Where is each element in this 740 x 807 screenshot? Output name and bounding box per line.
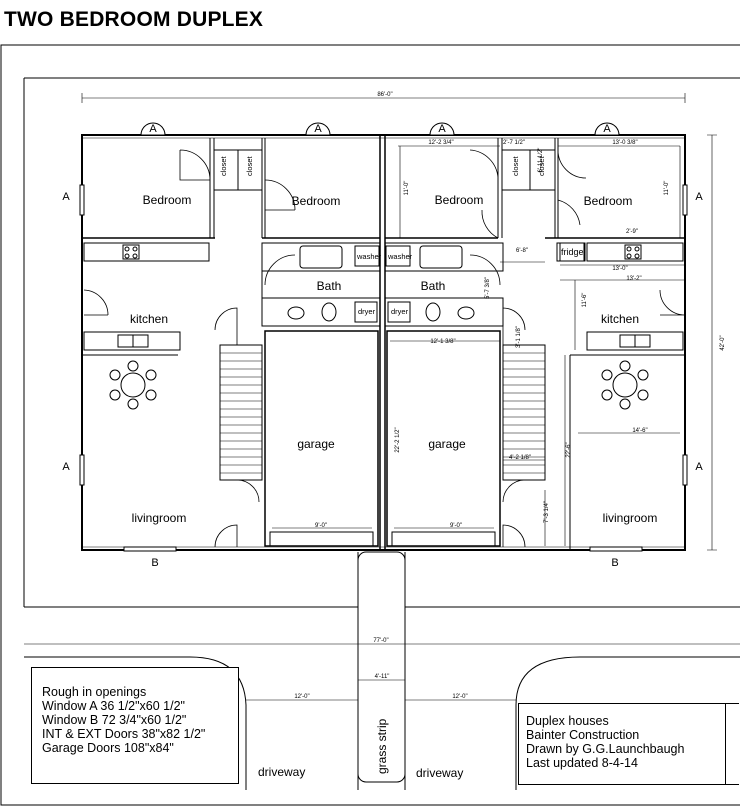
dim-garage-depth: 22'-2 1/2" (395, 427, 401, 452)
window-tag-a: A (438, 123, 446, 135)
closet-4-label: closet (537, 155, 546, 176)
washer-left-label: washer (356, 252, 382, 261)
sheet-border (0, 44, 740, 806)
bedroom-1-label: Bedroom (143, 193, 192, 207)
party-wall (379, 135, 386, 550)
dim-bedroom3-depth: 11'-0" (404, 181, 410, 196)
title-block-divider (725, 704, 726, 784)
dim-overall-depth: 42'-0" (720, 335, 726, 350)
title-block: Duplex houses Bainter Construction Drawn… (518, 703, 739, 785)
title-block-updated: Last updated 8-4-14 (526, 756, 638, 770)
dim-garage-door-right: 9'-0" (450, 523, 462, 529)
dim-hall: 6'-8" (516, 248, 528, 254)
window-tag-a: A (62, 461, 70, 473)
dim-bedroom4-width: 13'-0 3/8" (612, 140, 637, 146)
dim-kitchen-depth: 11'-6" (582, 293, 588, 308)
dim-bedroom4-depth: 11'-0" (664, 181, 670, 196)
window-tag-a: A (695, 191, 703, 203)
window-tag-a: A (62, 191, 70, 203)
bath-left-label: Bath (317, 279, 342, 293)
window-tag-b: B (611, 557, 618, 569)
closet-2-label: closet (245, 155, 254, 176)
dim-garage-door-left: 9'-0" (315, 523, 327, 529)
rough-in-window-b: Window B 72 3/4"x60 1/2" (42, 713, 187, 727)
dim-closet3-width: 2'-7 1/2" (503, 140, 525, 146)
fridge-label: fridge (561, 247, 584, 257)
closet-3-label: closet (511, 155, 520, 176)
rough-in-openings-box: Rough in openings Window A 36 1/2"x60 1/… (31, 667, 239, 784)
dim-overall-width: 86'-0" (377, 92, 392, 98)
rough-in-garage-doors: Garage Doors 108"x84" (42, 741, 174, 755)
dim-lot-width: 77'-0" (373, 638, 388, 644)
drawing-title: TWO BEDROOM DUPLEX (4, 8, 264, 31)
driveway-right-label: driveway (416, 766, 463, 780)
window-tag-a: A (314, 123, 322, 135)
bath-right-label: Bath (421, 279, 446, 293)
dim-driveway-left: 12'-0" (294, 694, 309, 700)
dim-living-width: 14'-6" (632, 428, 647, 434)
driveway-edge-right (515, 656, 740, 790)
dryer-left-label: dryer (358, 307, 376, 316)
dim-living-7-3: 7'-3 1/4" (544, 501, 550, 523)
dim-living-depth: 22'-6" (566, 442, 572, 457)
grass-strip-label: grass strip (375, 718, 389, 774)
dim-kitchen-13-2: 13'-2" (626, 276, 641, 282)
livingroom-left-label: livingroom (132, 511, 187, 525)
rough-in-doors: INT & EXT Doors 38"x82 1/2" (42, 727, 206, 741)
dim-bath-depth: 5'-7 3/8" (485, 277, 491, 299)
title-block-company: Bainter Construction (526, 728, 640, 742)
bedroom-3-label: Bedroom (435, 193, 484, 207)
washer-right-label: washer (387, 252, 413, 261)
dim-grass-width: 4'-11" (375, 674, 390, 680)
kitchen-right-label: kitchen (601, 312, 639, 326)
window-tag-b: B (151, 557, 158, 569)
dim-driveway-right: 12'-0" (452, 694, 467, 700)
title-block-project: Duplex houses (526, 714, 609, 728)
building-outline (81, 134, 686, 551)
bedroom-2-label: Bedroom (292, 194, 341, 208)
dim-stair-width: 4'-2 1/8" (509, 455, 531, 461)
rough-in-window-a: Window A 36 1/2"x60 1/2" (42, 699, 185, 713)
garage-left-label: garage (297, 437, 335, 451)
dim-bedroom3-width: 12'-2 3/4" (428, 140, 453, 146)
closet-1-label: closet (219, 155, 228, 176)
livingroom-right-label: livingroom (603, 511, 658, 525)
dim-garage-width: 12'-1 3/8" (430, 339, 455, 345)
title-block-drawn-by: Drawn by G.G.Launchbaugh (526, 742, 685, 756)
garage-right-label: garage (428, 437, 466, 451)
window-tag-a: A (603, 123, 611, 135)
kitchen-left-label: kitchen (130, 312, 168, 326)
dryer-right-label: dryer (391, 307, 409, 316)
dim-kitchen-13-0: 13'-0" (612, 266, 627, 272)
window-tag-a: A (695, 461, 703, 473)
rough-in-heading: Rough in openings (42, 685, 147, 699)
driveway-left-label: driveway (258, 765, 305, 779)
bedroom-4-label: Bedroom (584, 194, 633, 208)
dim-closet4-depth: 6'-11 1/2" (538, 148, 544, 173)
dim-counter: 2'-9" (626, 229, 638, 235)
window-tag-a: A (149, 123, 157, 135)
dim-stair-landing: 3'-1 1/8" (516, 326, 522, 348)
